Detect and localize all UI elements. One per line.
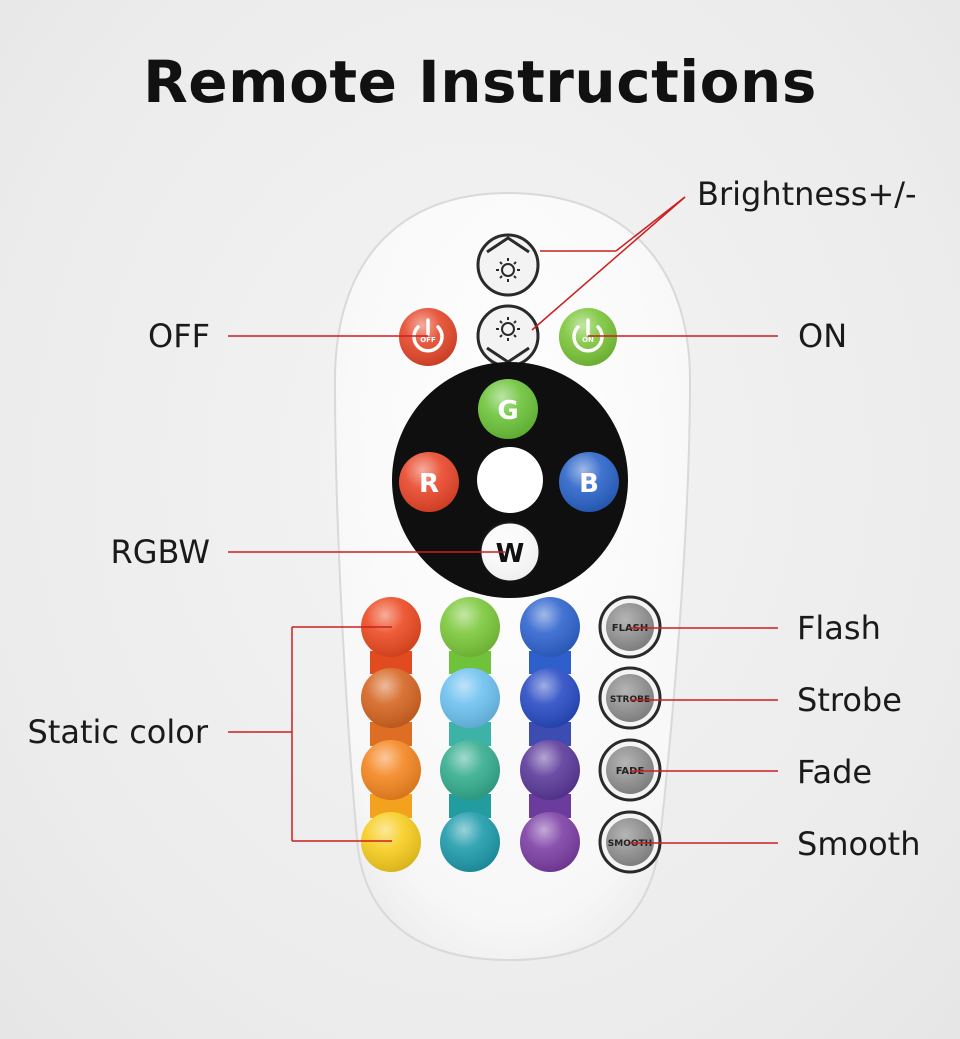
mode-label: SMOOTH — [608, 839, 652, 849]
color-dot-shine — [520, 740, 580, 800]
mode-buttons: FLASH STROBE FADE SMOOTH — [598, 595, 662, 874]
callout-strobe: Strobe — [797, 681, 902, 719]
brightness-down-button[interactable] — [476, 304, 540, 368]
sun-icon — [496, 258, 520, 282]
static-color-button[interactable] — [361, 812, 421, 872]
power-off-mini-label: OFF — [420, 336, 436, 344]
center-white-button[interactable] — [477, 447, 543, 513]
static-color-button[interactable] — [440, 597, 500, 657]
flash-button[interactable]: FLASH — [598, 595, 662, 659]
color-dot-shine — [520, 597, 580, 657]
power-off-button[interactable]: OFF — [399, 308, 457, 366]
static-color-grid — [361, 597, 580, 872]
color-dot-shine — [440, 740, 500, 800]
color-connector-bar — [370, 651, 412, 674]
power-on-button[interactable]: ON — [559, 308, 617, 366]
leader-lines — [228, 196, 778, 844]
callout-smooth: Smooth — [797, 825, 921, 863]
white-button[interactable]: W — [478, 520, 542, 584]
color-dot-shine — [440, 812, 500, 872]
callout-on: ON — [798, 317, 848, 355]
static-color-button[interactable] — [520, 597, 580, 657]
color-dot-shine — [361, 812, 421, 872]
static-color-button[interactable] — [361, 740, 421, 800]
mode-face — [606, 603, 654, 651]
color-dot-shine — [440, 668, 500, 728]
color-dot-shine — [440, 597, 500, 657]
fade-button[interactable]: FADE — [598, 738, 662, 802]
mode-face — [606, 818, 654, 866]
static-color-button[interactable] — [361, 668, 421, 728]
power-icon — [412, 318, 444, 353]
brightness-up-button[interactable] — [476, 233, 540, 297]
power-icon — [572, 318, 604, 353]
color-connector-bar — [529, 651, 571, 674]
green-button-label: G — [497, 396, 518, 426]
blue-button-label: B — [579, 469, 599, 499]
mode-face — [606, 674, 654, 722]
color-connector-bar — [449, 651, 491, 674]
white-button-label: W — [496, 539, 525, 569]
static-color-button[interactable] — [520, 740, 580, 800]
green-button[interactable]: G — [478, 379, 538, 439]
red-button-label: R — [419, 469, 439, 499]
color-dot-shine — [361, 668, 421, 728]
sun-icon — [496, 317, 520, 341]
leader-brightness-up — [615, 196, 686, 252]
red-button[interactable]: R — [399, 452, 459, 512]
callout-brightness: Brightness+/- — [697, 175, 917, 213]
mode-face — [606, 746, 654, 794]
color-dot-shine — [520, 668, 580, 728]
callout-static-color: Static color — [27, 713, 208, 751]
smooth-button[interactable]: SMOOTH — [598, 810, 662, 874]
static-color-button[interactable] — [520, 812, 580, 872]
strobe-button[interactable]: STROBE — [598, 666, 662, 730]
callout-fade: Fade — [797, 753, 873, 791]
static-color-button[interactable] — [440, 668, 500, 728]
static-color-button[interactable] — [440, 812, 500, 872]
callout-flash: Flash — [797, 609, 881, 647]
callout-off: OFF — [148, 317, 210, 355]
color-dot-shine — [520, 812, 580, 872]
callout-rgbw: RGBW — [110, 533, 210, 571]
color-dot-shine — [361, 740, 421, 800]
leader-brightness-down — [531, 196, 686, 331]
page-title: Remote Instructions — [143, 48, 817, 116]
static-color-button[interactable] — [520, 668, 580, 728]
blue-button[interactable]: B — [559, 452, 619, 512]
static-color-button[interactable] — [440, 740, 500, 800]
power-on-mini-label: ON — [582, 336, 594, 344]
